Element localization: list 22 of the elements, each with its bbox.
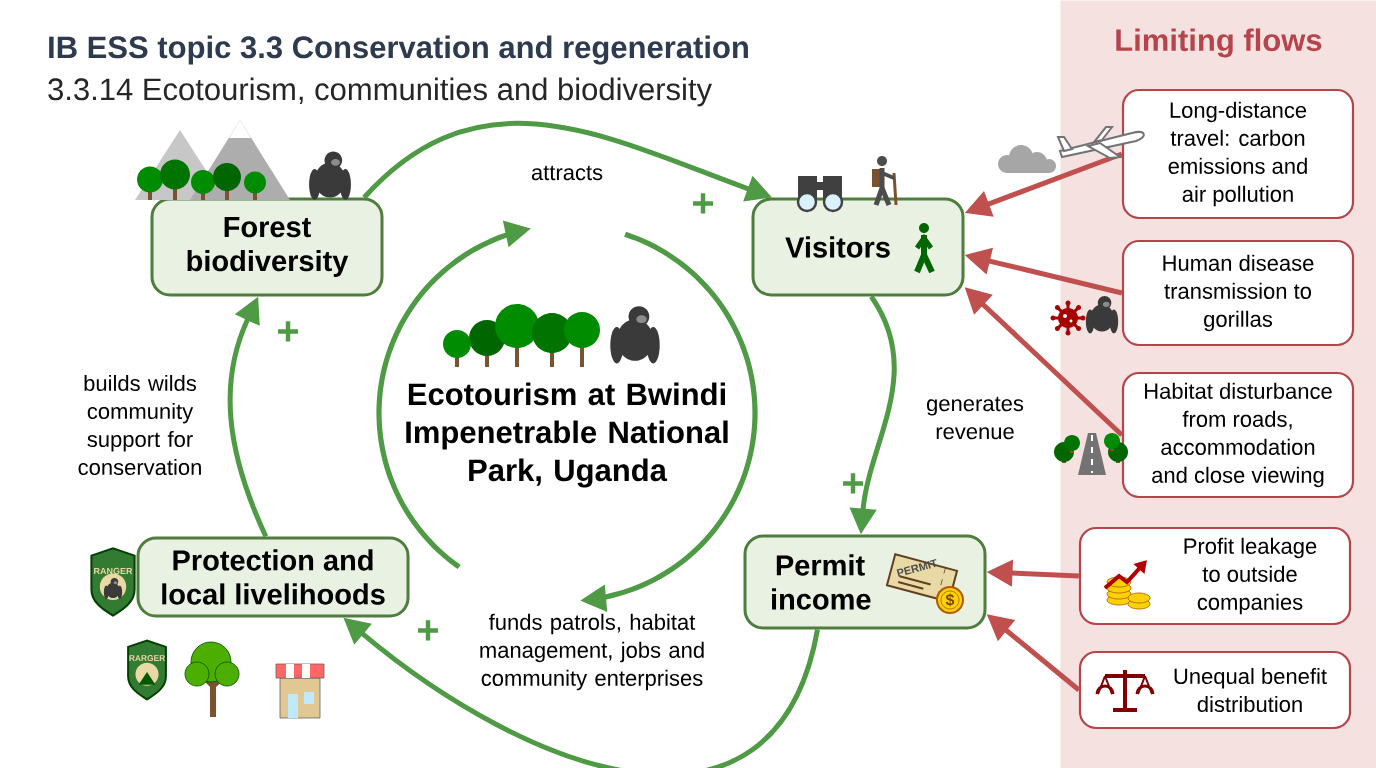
plus-sign: + (278, 321, 299, 342)
limiting-box: Habitat disturbance from roads, accommodation and close viewing (1121, 371, 1355, 499)
icon-text: PERMIT (896, 559, 937, 577)
edge-label: funds patrols, habitat management, jobs and community enterprises (480, 613, 704, 691)
center-text: Ecotourism at Bwindi Impenetrable National Park, Uganda (406, 382, 728, 488)
limiting-box: Profit leakage to outside companies (1078, 526, 1352, 626)
plus-sign: + (693, 193, 714, 214)
subtitle: 3.3.14 Ecotourism, communities and biodiversity (48, 77, 712, 107)
icon-text: RARGER (129, 655, 166, 661)
process-box: Forest biodiversity (150, 197, 384, 297)
limiting-box: Unequal benefit distribution (1078, 650, 1352, 730)
process-box: Protection and local livelihoods (136, 536, 410, 618)
edge-label: attracts (531, 165, 603, 181)
icon-text: $ (945, 593, 955, 607)
plus-sign: + (418, 620, 439, 641)
limiting-box: Long-distance travel: carbon emissions and air pollution (1121, 88, 1355, 220)
title: IB ESS topic 3.3 Conservation and regeneration (49, 35, 748, 65)
process-box: Visitors (751, 197, 965, 297)
plus-sign: + (843, 473, 864, 494)
edge-label: generates revenue (927, 396, 1024, 440)
edge-label: builds wilds community support for conservation (78, 374, 201, 476)
limiting-box: Human disease transmission to gorillas (1121, 239, 1355, 347)
